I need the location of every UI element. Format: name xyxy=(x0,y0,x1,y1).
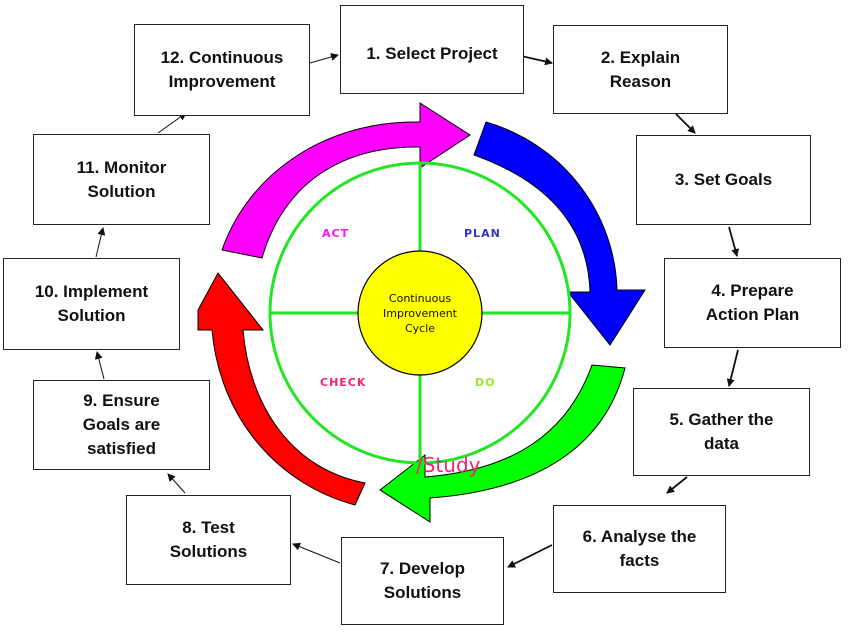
connector-10-to-11 xyxy=(95,227,106,258)
center-circle xyxy=(357,250,483,376)
step-4-prepare-action-plan: 4. Prepare Action Plan xyxy=(664,258,841,348)
do-arrow xyxy=(379,364,626,523)
step-11-monitor-solution: 11. Monitor Solution xyxy=(33,134,210,225)
connector-7-to-8 xyxy=(292,542,341,564)
step-8-test-solutions: 8. Test Solutions xyxy=(126,495,291,585)
connector-6-to-7 xyxy=(507,544,553,568)
center-label: Continuous Improvement Cycle xyxy=(383,292,457,335)
quadrant-label-check: CHECK xyxy=(320,376,367,389)
step-1-select-project: 1. Select Project xyxy=(340,5,524,94)
connector-9-to-10 xyxy=(94,351,105,380)
connector-2-to-3 xyxy=(675,113,696,134)
step-3-set-goals: 3. Set Goals xyxy=(636,135,811,225)
act-arrow xyxy=(221,102,471,259)
step-9-ensure-goals: 9. Ensure Goals are satisfied xyxy=(33,380,210,470)
connector-8-to-9 xyxy=(167,473,186,494)
connector-3-to-4 xyxy=(728,226,739,257)
step-10-implement-solution: 10. Implement Solution xyxy=(3,258,180,350)
step-7-develop-solutions: 7. Develop Solutions xyxy=(341,537,504,625)
step-12-continuous-improvement: 12. Continuous Improvement xyxy=(134,24,310,116)
step-5-gather-data: 5. Gather the data xyxy=(633,388,810,476)
check-arrow xyxy=(197,272,366,506)
connector-11-to-12 xyxy=(157,112,187,134)
connector-12-to-1 xyxy=(309,53,339,64)
quadrant-label-act: ACT xyxy=(322,227,350,240)
step-6-analyse-facts: 6. Analyse the facts xyxy=(553,505,726,593)
quadrant-label-do: DO xyxy=(475,376,496,389)
connector-4-to-5 xyxy=(726,349,739,387)
plan-arrow xyxy=(473,121,646,346)
quadrant-label-plan: PLAN xyxy=(464,227,501,240)
connector-5-to-6 xyxy=(666,476,688,494)
step-2-explain-reason: 2. Explain Reason xyxy=(553,25,728,114)
study-label: /Study xyxy=(416,453,481,477)
